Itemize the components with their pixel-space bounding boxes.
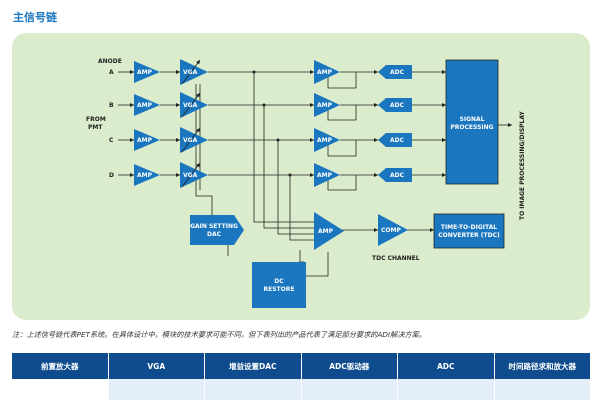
channel-b-label: B — [109, 102, 114, 109]
comparator-label: COMP — [381, 227, 401, 234]
vga-d-label: VGA — [183, 172, 198, 179]
adc-a-label: ADC — [390, 69, 405, 76]
vga-b: VGA — [180, 92, 208, 118]
summing-amp-label: AMP — [318, 228, 334, 235]
preamp-d: AMP — [134, 164, 160, 186]
table-cell — [205, 379, 302, 400]
junction-dots — [252, 70, 292, 177]
signal-processing-label-2: PROCESSING — [450, 124, 493, 131]
summing-amp: AMP — [314, 212, 344, 250]
table-header-cell: 增益设置DAC — [205, 353, 302, 379]
preamp-c-label: AMP — [137, 137, 153, 144]
gain-setting-dac: GAIN SETTING DAC — [190, 215, 244, 245]
table-cell — [301, 379, 398, 400]
signal-processing-block: SIGNAL PROCESSING — [445, 59, 499, 185]
adc-a: ADC — [378, 65, 412, 79]
wires — [118, 70, 512, 277]
dc-restore: DC RESTORE — [252, 262, 306, 308]
adc-driver-b-label: AMP — [317, 102, 333, 109]
adc-driver-c: AMP — [314, 128, 340, 152]
adc-driver-b: AMP — [314, 93, 340, 117]
preamp-d-label: AMP — [137, 172, 153, 179]
table-cell — [494, 379, 590, 400]
tdc-block: TIME-TO-DIGITAL CONVERTER (TDC) — [433, 213, 505, 249]
table-cell — [398, 379, 495, 400]
vga-d: VGA — [180, 162, 208, 188]
table-cell — [108, 379, 205, 400]
adc-c: ADC — [378, 133, 412, 147]
table-header-row: 前置放大器 VGA 增益设置DAC ADC驱动器 ADC 时间路径求和放大器 — [12, 353, 590, 379]
adc-driver-a: AMP — [314, 60, 340, 84]
table-header-cell: 时间路径求和放大器 — [508, 361, 577, 371]
table-row — [12, 379, 590, 400]
product-table: 前置放大器 VGA 增益设置DAC ADC驱动器 ADC 时间路径求和放大器 — [12, 353, 590, 400]
table-header-cell: ADC — [398, 353, 495, 379]
adc-driver-a-label: AMP — [317, 69, 333, 76]
adc-driver-d: AMP — [314, 163, 340, 187]
gain-dac-label-2: DAC — [207, 231, 222, 238]
preamp-a-label: AMP — [137, 69, 153, 76]
adc-b-label: ADC — [390, 102, 405, 109]
vga-a-label: VGA — [183, 69, 198, 76]
adc-d-label: ADC — [390, 172, 405, 179]
dc-restore-label-2: RESTORE — [264, 286, 295, 293]
table-cell — [12, 379, 109, 400]
adc-b: ADC — [378, 98, 412, 112]
vga-a: VGA — [180, 59, 208, 85]
tdc-label-1: TIME-TO-DIGITAL — [441, 224, 497, 231]
adc-driver-d-label: AMP — [317, 172, 333, 179]
page-title: 主信号链 — [13, 11, 57, 24]
vga-c-label: VGA — [183, 137, 198, 144]
adc-c-label: ADC — [390, 137, 405, 144]
pmt-label: PMT — [88, 124, 103, 131]
anode-label: ANODE — [98, 58, 122, 65]
table-header-cell: VGA — [109, 353, 205, 379]
channel-c-label: C — [109, 137, 114, 144]
channel-d-label: D — [109, 172, 114, 179]
from-label: FROM — [86, 116, 106, 123]
note-text: 注：上述信号链代表PET系统。在具体设计中，模块的技术要求可能不同，但下表列出的… — [12, 330, 426, 339]
adc-d: ADC — [378, 168, 412, 182]
dc-restore-label-1: DC — [274, 278, 284, 285]
channel-a-label: A — [109, 69, 114, 76]
adc-driver-c-label: AMP — [317, 137, 333, 144]
preamp-b: AMP — [134, 94, 160, 116]
vga-c: VGA — [180, 127, 208, 153]
preamp-b-label: AMP — [137, 102, 153, 109]
table-header-cell: 前置放大器 — [12, 353, 109, 379]
to-display-label: TO IMAGE PROCESSING/DISPLAY — [519, 111, 526, 220]
tdc-channel-label: TDC CHANNEL — [372, 255, 420, 262]
comparator: COMP — [378, 214, 408, 246]
vga-b-label: VGA — [183, 102, 198, 109]
tdc-label-2: CONVERTER (TDC) — [438, 232, 500, 239]
signal-processing-label-1: SIGNAL — [460, 116, 485, 123]
table-header-cell: ADC驱动器 — [302, 353, 398, 379]
gain-dac-label-1: GAIN SETTING — [190, 223, 238, 230]
preamp-a: AMP — [134, 61, 160, 83]
preamp-c: AMP — [134, 129, 160, 151]
